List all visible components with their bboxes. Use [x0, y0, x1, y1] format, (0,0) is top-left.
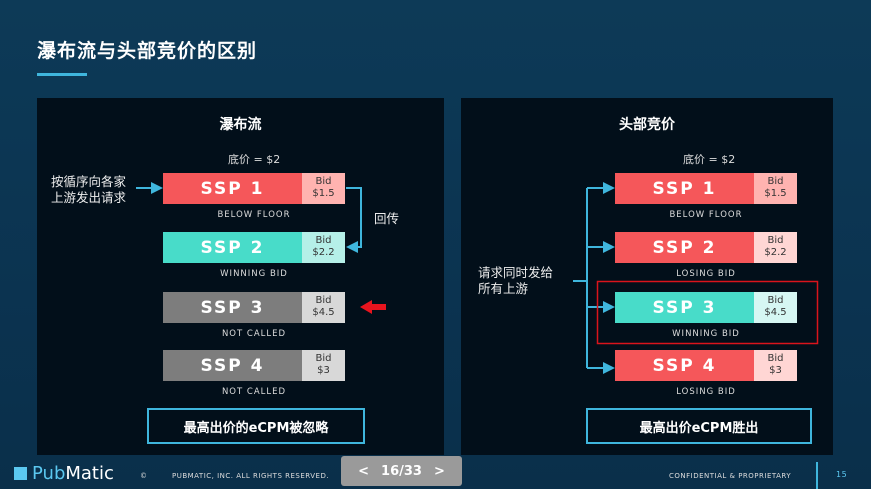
bid-value: $3	[317, 365, 330, 376]
bid-value: $1.5	[764, 188, 787, 199]
ssp-bid: Bid$2.2	[754, 232, 797, 263]
ssp-status: NOT CALLED	[221, 329, 287, 339]
bid-value: $3	[769, 365, 782, 376]
panel-title: 瀑布流	[219, 117, 262, 133]
ssp-name: SSP 2	[615, 232, 754, 263]
ssp-bid: Bid$3	[302, 350, 345, 381]
waterfall-description: 按循序向各家上游发出请求	[51, 174, 126, 206]
header-bidding-panel: 头部竞价	[461, 98, 833, 455]
waterfall-callout: 最高出价的eCPM被忽略	[147, 408, 365, 444]
ssp-status: BELOW FLOOR	[217, 210, 291, 220]
text-line: 上游发出请求	[51, 190, 127, 205]
ssp-name: SSP 3	[615, 292, 754, 323]
logo-text: Matic	[65, 463, 114, 484]
text-line: 所有上游	[478, 281, 529, 296]
logo-square-icon	[14, 467, 27, 480]
bid-label: Bid	[315, 235, 332, 246]
ssp-status: LOSING BID	[676, 387, 736, 397]
prev-slide-button[interactable]: <	[358, 463, 370, 479]
ssp-name: SSP 1	[615, 173, 754, 204]
ssp-name: SSP 4	[163, 350, 302, 381]
slide-title: 瀑布流与头部竞价的区别	[37, 40, 258, 62]
text-line: 请求同时发给	[478, 265, 554, 280]
bid-value: $2.2	[764, 247, 787, 258]
ssp-name: SSP 1	[163, 173, 302, 204]
ssp-status: BELOW FLOOR	[669, 210, 743, 220]
waterfall-panel: 瀑布流	[37, 98, 444, 455]
bid-label: Bid	[767, 295, 784, 306]
ssp-status: WINNING BID	[220, 269, 288, 279]
footer-divider	[816, 462, 818, 489]
ssp-bid: Bid$4.5	[754, 292, 797, 323]
slide-number: 15	[836, 470, 848, 479]
bid-label: Bid	[767, 353, 784, 364]
floor-price: 底价 = $2	[683, 153, 736, 166]
bid-value: $4.5	[764, 307, 787, 318]
return-label: 回传	[374, 211, 400, 226]
header-bidding-description: 请求同时发给所有上游	[478, 265, 553, 297]
bid-label: Bid	[315, 176, 332, 187]
text-line: 按循序向各家	[51, 174, 127, 189]
page-indicator: 16/33	[381, 463, 422, 479]
ssp-bid: Bid$4.5	[302, 292, 345, 323]
ssp-bid: Bid$3	[754, 350, 797, 381]
confidential-text: CONFIDENTIAL & PROPRIETARY	[669, 472, 792, 480]
bid-value: $1.5	[312, 188, 335, 199]
ssp-status: WINNING BID	[672, 329, 740, 339]
copyright-symbol: ©	[140, 472, 148, 480]
ssp-bid: Bid$1.5	[754, 173, 797, 204]
bid-label: Bid	[767, 235, 784, 246]
bid-value: $4.5	[312, 307, 335, 318]
return-arrow	[346, 187, 362, 253]
header-bidding-callout: 最高出价eCPM胜出	[586, 408, 812, 444]
panel-title: 头部竞价	[619, 117, 675, 133]
red-arrow-icon	[360, 300, 386, 314]
floor-price: 底价 = $2	[228, 153, 281, 166]
copyright-text: PUBMATIC, INC. ALL RIGHTS RESERVED.	[172, 472, 330, 480]
ssp-name: SSP 3	[163, 292, 302, 323]
ssp-bid: Bid$2.2	[302, 232, 345, 263]
slide-pager: < 16/33 >	[341, 456, 462, 486]
bid-label: Bid	[315, 295, 332, 306]
next-slide-button[interactable]: >	[433, 463, 445, 479]
title-underline	[37, 73, 87, 76]
bid-value: $2.2	[312, 247, 335, 258]
winner-highlight	[596, 280, 819, 345]
ssp-bid: Bid$1.5	[302, 173, 345, 204]
ssp-name: SSP 2	[163, 232, 302, 263]
ssp-status: NOT CALLED	[221, 387, 287, 397]
bid-label: Bid	[767, 176, 784, 187]
ssp-status: LOSING BID	[676, 269, 736, 279]
logo-text: Pub	[32, 463, 66, 484]
bid-label: Bid	[315, 353, 332, 364]
ssp-name: SSP 4	[615, 350, 754, 381]
